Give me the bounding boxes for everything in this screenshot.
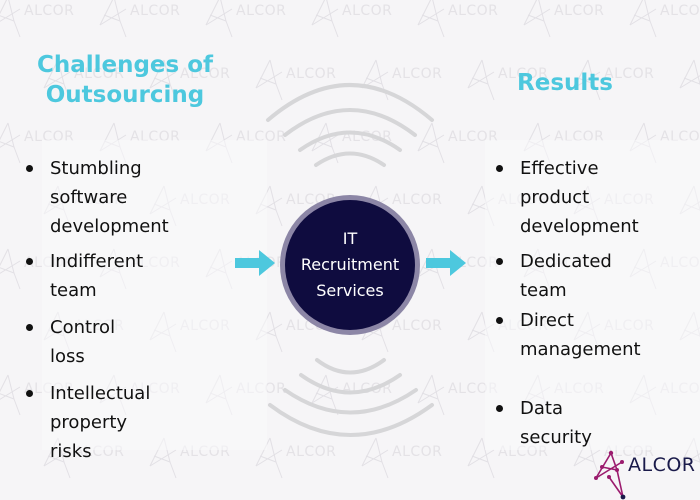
left-heading-line2: Outsourcing xyxy=(45,82,205,108)
logo-text: ALCOR xyxy=(628,454,696,476)
list-item: Effective product development xyxy=(494,154,639,241)
center-line2: Recruitment xyxy=(300,255,400,274)
list-item: Stumbling software development xyxy=(24,154,169,241)
list-item: Control loss xyxy=(24,313,115,371)
right-panel xyxy=(485,140,700,450)
center-circle: IT Recruitment Services xyxy=(285,200,415,330)
left-heading: Challenges of Outsourcing xyxy=(10,50,240,110)
center-line1: IT xyxy=(342,229,358,248)
list-item: Data security xyxy=(494,394,592,452)
left-panel xyxy=(42,140,267,450)
right-heading: Results xyxy=(517,70,613,96)
list-item: Intellectual property risks xyxy=(24,379,150,466)
arrow-right-icon xyxy=(426,250,466,276)
list-item: Indifferent team xyxy=(24,247,143,305)
alcor-star-logo-icon xyxy=(594,450,626,500)
list-item: Direct management xyxy=(494,306,641,364)
arrow-right-icon xyxy=(235,250,275,276)
alcor-logo: ALCOR xyxy=(590,440,700,500)
left-heading-line1: Challenges of xyxy=(36,52,214,78)
center-line3: Services xyxy=(316,281,384,300)
list-item: Dedicated team xyxy=(494,247,612,305)
